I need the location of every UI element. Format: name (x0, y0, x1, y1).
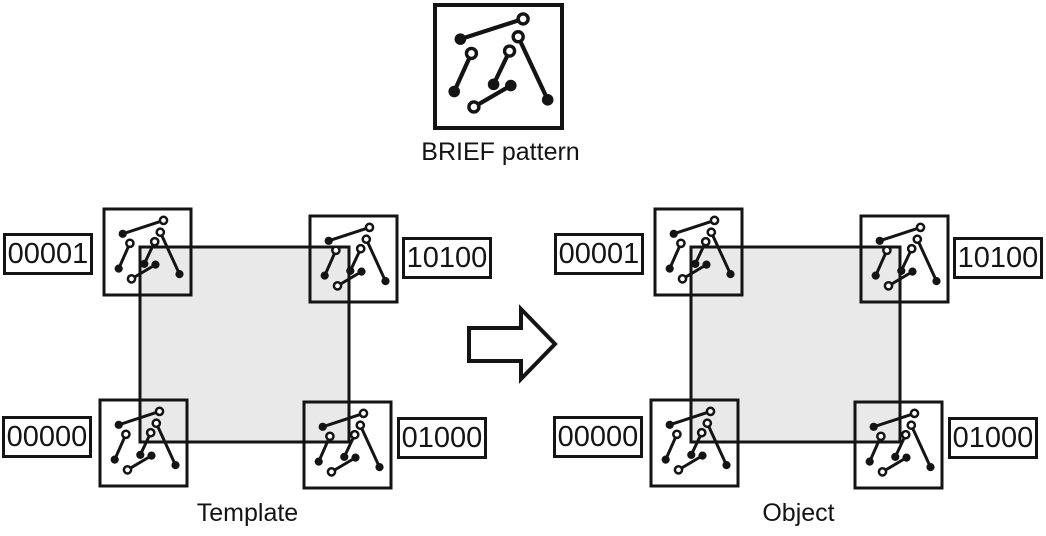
brief-pattern-box (433, 3, 564, 130)
template-structure (98, 207, 399, 490)
brief-pattern-drawing (448, 12, 554, 114)
brief-pattern-label: BRIEF pattern (421, 138, 580, 166)
template-code-bottom-right: 01000 (397, 417, 487, 459)
template-label: Template (196, 499, 299, 527)
object-diagram: 00001 10100 00000 01000 Object (551, 195, 1046, 536)
object-label: Object (762, 499, 835, 527)
template-diagram: 00001 10100 00000 01000 Template (0, 195, 495, 536)
template-code-top-right: 10100 (402, 237, 492, 279)
object-code-top-right: 10100 (953, 237, 1043, 279)
right-arrow-icon (467, 304, 558, 384)
object-code-bottom-right: 01000 (948, 417, 1038, 459)
object-code-top-left: 00001 (554, 233, 644, 275)
object-structure (649, 207, 950, 490)
object-code-bottom-left: 00000 (553, 416, 643, 458)
template-code-bottom-left: 00000 (2, 416, 92, 458)
template-code-top-left: 00001 (3, 233, 93, 275)
